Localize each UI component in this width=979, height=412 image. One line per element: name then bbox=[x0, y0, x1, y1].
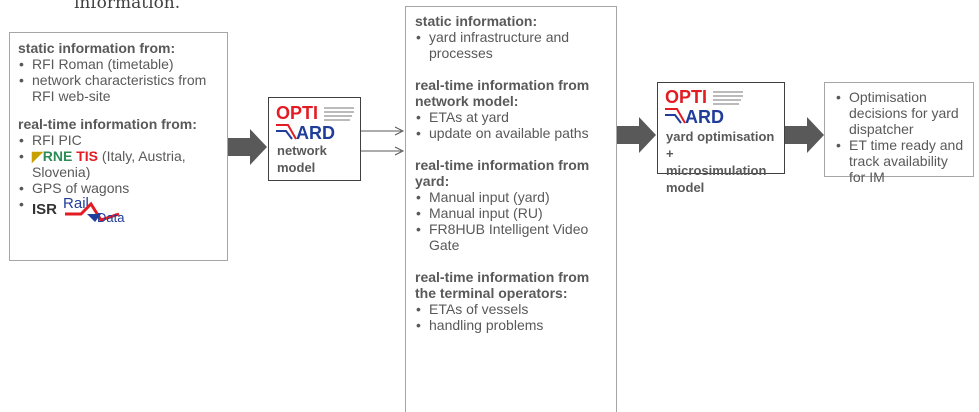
realtime-sources-heading: real-time information from: bbox=[18, 116, 197, 132]
svg-text:ARD: ARD bbox=[685, 107, 724, 127]
isr-raildata-logo: ISR Rail Data bbox=[32, 195, 125, 226]
terminal-info-heading: real-time information from the terminal … bbox=[415, 269, 590, 301]
network-model-label: network model bbox=[277, 143, 327, 175]
optiyard-logo: OPTI ARD bbox=[665, 87, 745, 127]
static-sources-heading: static information from: bbox=[18, 40, 176, 56]
terminal-info-list: ETAs of vessels handling problems bbox=[415, 301, 607, 333]
static-info-heading: static information: bbox=[415, 13, 538, 29]
list-item: update on available paths bbox=[415, 125, 607, 141]
info-box: static information: yard infrastructure … bbox=[405, 6, 617, 412]
list-item-isr: ISR Rail Data bbox=[18, 195, 219, 226]
list-item: GPS of wagons bbox=[18, 180, 219, 196]
raildata-logo: Rail Data bbox=[63, 195, 125, 226]
truncated-top-text: information. bbox=[74, 0, 181, 13]
rnetis-logo: ◤RNE TIS bbox=[32, 148, 99, 164]
realtime-sources-list: RFI PIC ◤RNE TIS (Italy, Austria, Sloven… bbox=[18, 132, 219, 226]
list-item: RFI Roman (timetable) bbox=[18, 56, 219, 72]
list-item: handling problems bbox=[415, 317, 607, 333]
network-info-heading: real-time information from network model… bbox=[415, 77, 590, 109]
thick-arrow-2 bbox=[617, 117, 656, 153]
static-info-list: yard infrastructure and processes bbox=[415, 29, 607, 61]
list-item-rnetis: ◤RNE TIS (Italy, Austria, Slovenia) bbox=[18, 148, 219, 180]
thick-arrow-1 bbox=[228, 129, 267, 165]
svg-text:OPTI: OPTI bbox=[665, 87, 707, 107]
outputs-list: Optimisation decisions for yard dispatch… bbox=[835, 89, 967, 185]
list-item: Manual input (RU) bbox=[415, 205, 607, 221]
static-sources-list: RFI Roman (timetable) network characteri… bbox=[18, 56, 219, 104]
optiyard-logo-mark: OPTI ARD bbox=[276, 103, 354, 143]
raildata-logo-mark bbox=[65, 201, 120, 222]
list-item: Manual input (yard) bbox=[415, 189, 607, 205]
isr-logo: ISR bbox=[32, 201, 58, 218]
yard-info-heading: real-time information from yard: bbox=[415, 157, 590, 189]
sources-box: static information from: RFI Roman (time… bbox=[9, 32, 228, 261]
optiyard-logo: OPTI ARD bbox=[276, 103, 356, 143]
yard-model-label: yard optimisation + microsimulation mode… bbox=[666, 129, 775, 195]
yard-model-box: OPTI ARD yard optimisation + microsimula… bbox=[657, 82, 785, 195]
svg-text:ARD: ARD bbox=[296, 123, 335, 143]
list-item: RFI PIC bbox=[18, 132, 219, 148]
list-item: yard infrastructure and processes bbox=[415, 29, 607, 61]
list-item: network characteristics from RFI web-sit… bbox=[18, 72, 219, 104]
outputs-box: Optimisation decisions for yard dispatch… bbox=[824, 82, 974, 185]
list-item: ETAs of vessels bbox=[415, 301, 607, 317]
network-model-box: OPTI ARD network model bbox=[268, 97, 361, 181]
network-info-list: ETAs at yard update on available paths bbox=[415, 109, 607, 141]
list-item: ETAs at yard bbox=[415, 109, 607, 125]
optiyard-logo-mark: OPTI ARD bbox=[665, 87, 743, 127]
thick-arrow-3 bbox=[785, 117, 824, 153]
svg-text:OPTI: OPTI bbox=[276, 103, 318, 123]
list-item: FR8HUB Intelligent Video Gate bbox=[415, 221, 607, 253]
yard-info-list: Manual input (yard) Manual input (RU) FR… bbox=[415, 189, 607, 253]
list-item: Optimisation decisions for yard dispatch… bbox=[835, 89, 967, 137]
thin-arrows bbox=[361, 126, 405, 156]
list-item: ET time ready and track availability for… bbox=[835, 137, 967, 185]
